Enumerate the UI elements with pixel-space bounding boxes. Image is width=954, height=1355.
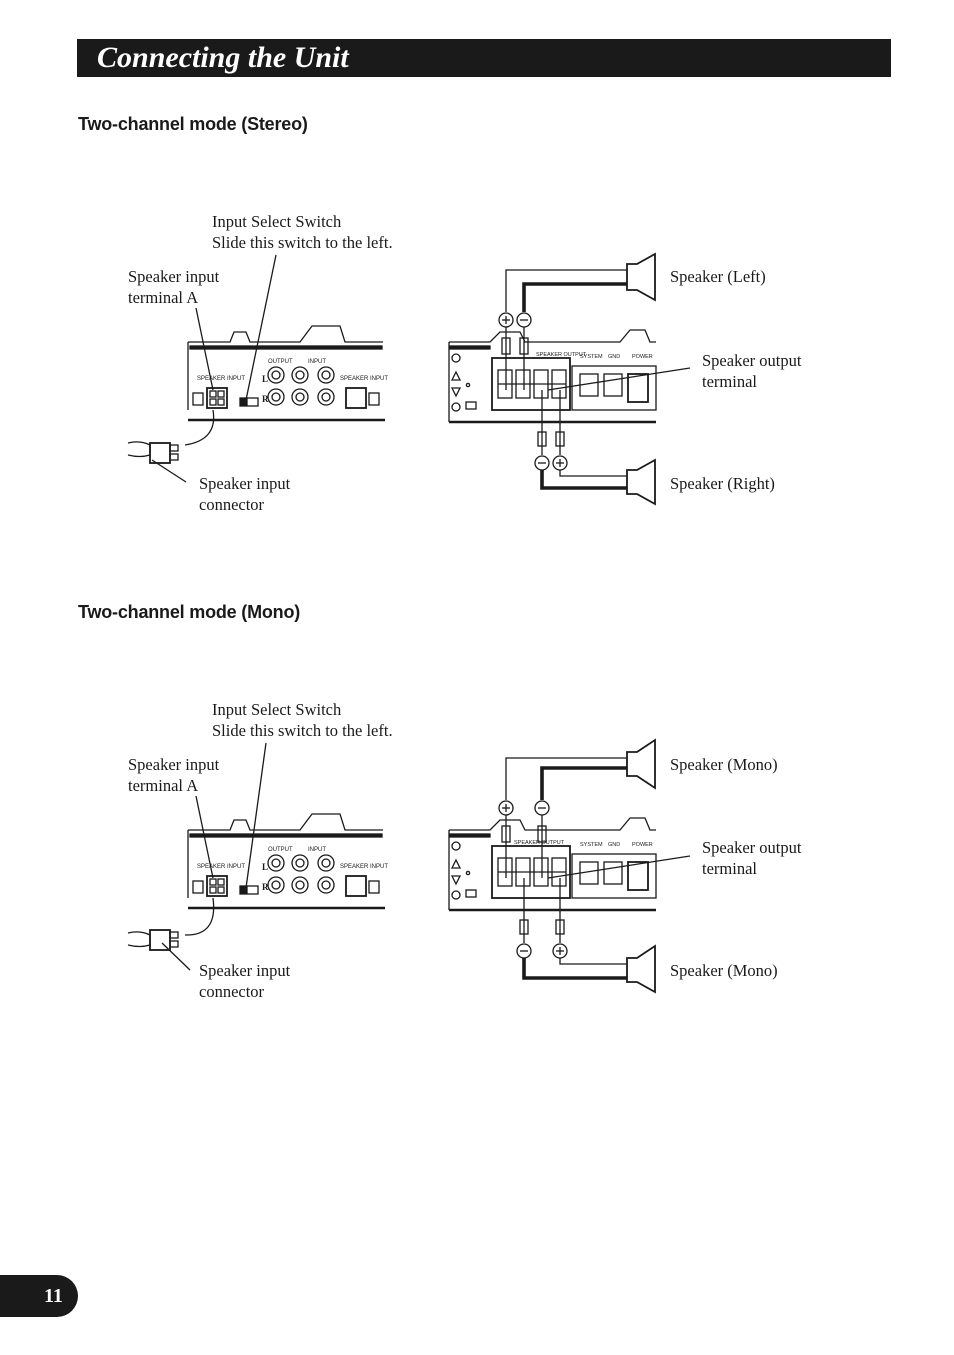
svg-text:GND: GND <box>608 842 620 848</box>
speaker-bottom-label: Speaker (Right) <box>670 474 775 495</box>
label-line: Speaker output <box>702 838 802 857</box>
label-line: terminal <box>702 371 757 391</box>
speaker-top-label: Speaker (Left) <box>670 267 766 288</box>
svg-text:SPEAKER INPUT: SPEAKER INPUT <box>197 864 245 870</box>
label-line: Input Select Switch <box>212 212 342 231</box>
label-line: terminal <box>702 858 757 878</box>
stereo-wiring-illustration: SPEAKER INPUT SPEAKER INPUT OUTPUT INPUT… <box>127 252 691 506</box>
svg-text:GND: GND <box>608 354 620 360</box>
svg-text:INPUT: INPUT <box>308 359 326 365</box>
svg-text:INPUT: INPUT <box>308 847 326 853</box>
svg-text:SPEAKER INPUT: SPEAKER INPUT <box>340 864 388 870</box>
label-line: terminal A <box>128 775 199 795</box>
label-line: Slide this switch to the left. <box>212 720 393 740</box>
speaker-input-connector-label: Speaker input connector <box>199 474 290 515</box>
svg-text:SPEAKER OUTPUT: SPEAKER OUTPUT <box>514 840 565 846</box>
label-line: Speaker output <box>702 351 802 370</box>
section-heading-mono: Two-channel mode (Mono) <box>78 602 301 622</box>
label-line: Speaker (Mono) <box>670 755 778 774</box>
label-line: Speaker input <box>128 267 220 286</box>
label-line: Input Select Switch <box>212 700 342 719</box>
label-line: connector <box>199 981 265 1001</box>
label-line: Speaker input <box>199 961 291 980</box>
section-heading-stereo: Two-channel mode (Stereo) <box>78 114 308 134</box>
input-select-switch-label: Input Select Switch Slide this switch to… <box>212 212 393 253</box>
page-number: 11 <box>44 1285 63 1307</box>
svg-text:L: L <box>262 862 268 872</box>
label-line: Slide this switch to the left. <box>212 232 393 252</box>
svg-text:SYSTEM: SYSTEM <box>580 354 603 360</box>
svg-text:SPEAKER INPUT: SPEAKER INPUT <box>197 376 245 382</box>
page-title: Connecting the Unit <box>97 41 349 74</box>
mono-wiring-diagram: SPEAKER INPUT SPEAKER INPUT OUTPUT INPUT… <box>0 688 954 1068</box>
svg-text:SYSTEM: SYSTEM <box>580 842 603 848</box>
speaker-input-terminal-label: Speaker input terminal A <box>128 267 219 308</box>
label-line: Speaker (Mono) <box>670 961 778 980</box>
svg-text:R: R <box>262 882 269 892</box>
label-line: Speaker input <box>199 474 291 493</box>
label-line: Speaker (Right) <box>670 474 775 493</box>
svg-text:OUTPUT: OUTPUT <box>268 847 293 853</box>
speaker-bottom-label: Speaker (Mono) <box>670 961 778 982</box>
speaker-input-terminal-label: Speaker input terminal A <box>128 755 219 796</box>
svg-text:L: L <box>262 374 268 384</box>
header-bar: Connecting the Unit <box>77 39 891 77</box>
speaker-output-terminal-label: Speaker output terminal <box>702 838 801 879</box>
page-number-badge: 11 <box>0 1275 78 1317</box>
svg-text:SPEAKER OUTPUT: SPEAKER OUTPUT <box>536 352 587 358</box>
mono-wiring-illustration: SPEAKER INPUT SPEAKER INPUT OUTPUT INPUT… <box>127 738 691 994</box>
stereo-wiring-diagram: SPEAKER INPUT SPEAKER INPUT OUTPUT INPUT… <box>0 200 954 580</box>
label-line: connector <box>199 494 265 514</box>
label-line: Speaker (Left) <box>670 267 766 286</box>
speaker-top-label: Speaker (Mono) <box>670 755 778 776</box>
svg-text:OUTPUT: OUTPUT <box>268 359 293 365</box>
svg-text:POWER: POWER <box>632 354 653 360</box>
speaker-input-connector-label: Speaker input connector <box>199 961 290 1002</box>
label-line: Speaker input <box>128 755 220 774</box>
svg-text:R: R <box>262 394 269 404</box>
label-line: terminal A <box>128 287 199 307</box>
svg-text:POWER: POWER <box>632 842 653 848</box>
svg-text:SPEAKER INPUT: SPEAKER INPUT <box>340 376 388 382</box>
input-select-switch-label: Input Select Switch Slide this switch to… <box>212 700 393 741</box>
speaker-output-terminal-label: Speaker output terminal <box>702 351 801 392</box>
